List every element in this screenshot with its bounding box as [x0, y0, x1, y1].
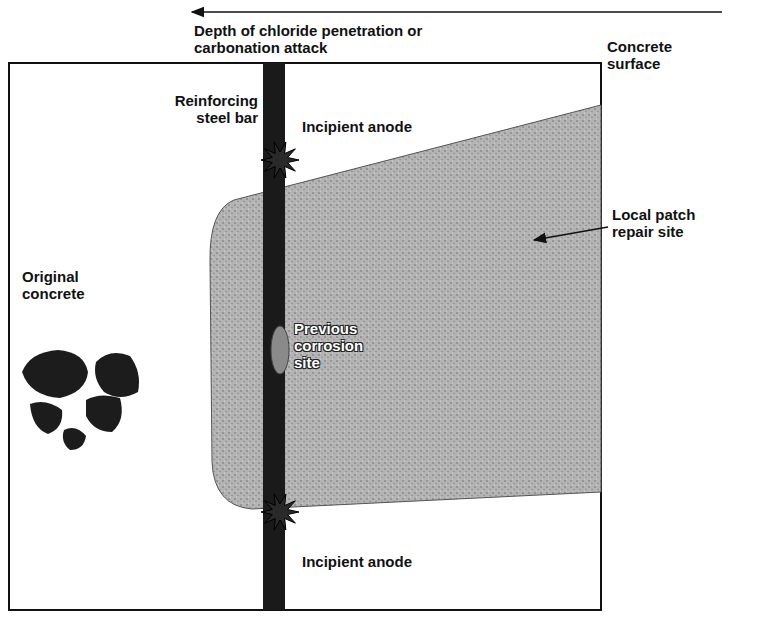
anode-starburst — [261, 142, 299, 178]
anode-starburst — [261, 494, 299, 530]
concrete-block — [9, 63, 601, 610]
depth-arrow — [192, 11, 722, 13]
corrosion-site-label: Previous corrosion site — [294, 320, 382, 371]
concrete-label: Original concrete — [22, 268, 114, 302]
anode-label: Incipient anode — [302, 553, 412, 570]
corrosion-pit — [271, 326, 289, 374]
anode-label: Incipient anode — [302, 118, 412, 135]
aggregate — [22, 350, 139, 450]
leader-line — [534, 227, 608, 240]
depth-label: Depth of chloride penetration or carbona… — [194, 22, 444, 56]
bar-label: Reinforcing steel bar — [160, 92, 258, 126]
surface-label: Concrete surface — [607, 38, 691, 72]
patch-label: Local patch repair site — [612, 206, 722, 240]
